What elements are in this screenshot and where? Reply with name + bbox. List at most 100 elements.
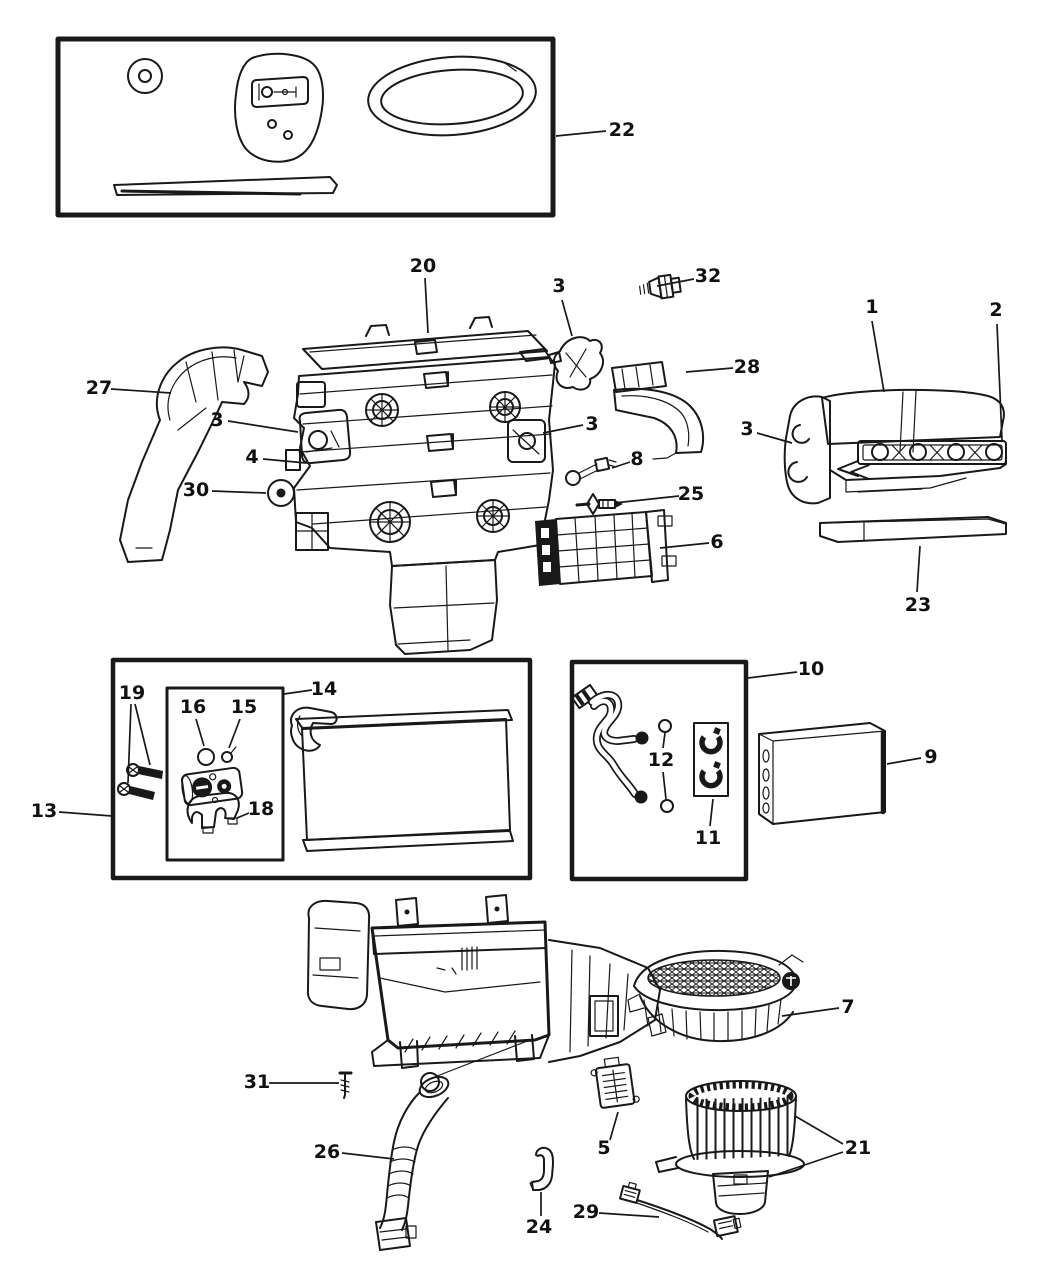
callout-leader-line: [134, 703, 151, 766]
callout-label-27: 27: [86, 377, 112, 399]
callout-label-28: 28: [734, 356, 760, 378]
callout-6: 6: [659, 531, 724, 553]
callout-leader-line: [611, 461, 631, 469]
callout-label-15: 15: [231, 696, 257, 718]
callout-label-18: 18: [248, 798, 274, 820]
callout-label-1: 1: [865, 296, 878, 318]
blower-resistor-drawing: [590, 1056, 640, 1109]
callout-label-14: 14: [311, 678, 337, 700]
callout-5: 5: [597, 1111, 619, 1159]
washer-seal-drawing: [127, 58, 163, 94]
lower-right-wedge: [548, 939, 667, 1063]
seal-kit-box-22: [55, 36, 556, 218]
blower-scroll-drawing: [627, 949, 804, 1043]
callout-leader-line: [211, 490, 267, 494]
callout-label-16: 16: [180, 696, 206, 718]
callout-7: 7: [781, 996, 855, 1018]
callout-18: 18: [236, 798, 274, 820]
air-inlet-housing-drawing: [783, 388, 1007, 505]
callout-label-25: 25: [678, 483, 704, 505]
callout-leader-line: [110, 388, 172, 394]
callout-label-3: 3: [740, 418, 753, 440]
sensor-32-drawing: [638, 273, 682, 300]
callout-1: 1: [865, 296, 885, 393]
bracket-clip-24-drawing: [529, 1146, 554, 1191]
callout-label-2: 2: [989, 299, 1002, 321]
callout-leader-line: [781, 1007, 840, 1017]
callout-22: 22: [555, 119, 635, 141]
main-housing-drawing: [285, 316, 556, 655]
housing-left-actuators: [285, 381, 352, 551]
callout-leader-line: [555, 130, 607, 137]
callout-12: 12: [648, 732, 674, 800]
callout-label-4: 4: [245, 446, 258, 468]
callout-32: 32: [656, 265, 721, 287]
callout-30: 30: [183, 479, 267, 501]
temp-probe-drawing: [565, 456, 617, 486]
callout-20: 20: [410, 255, 436, 334]
callout-label-3: 3: [210, 409, 223, 431]
callout-label-7: 7: [841, 996, 854, 1018]
callout-29: 29: [573, 1201, 660, 1223]
callout-leader-line: [709, 798, 714, 827]
callout-leader-line: [996, 323, 1003, 441]
defroster-duct-drawing: [611, 361, 705, 460]
callout-label-19: 19: [119, 682, 145, 704]
mode-actuator-drawing: [548, 336, 604, 391]
mounting-bolts-19: [117, 763, 163, 800]
callout-leader-line: [685, 367, 734, 373]
callout-leader-line: [227, 420, 299, 433]
o-ring-12b: [660, 799, 674, 813]
callout-15: 15: [228, 696, 257, 749]
evaporator-inlet-pipe: [289, 706, 338, 752]
center-tabs: [423, 371, 457, 498]
callout-11: 11: [695, 798, 721, 849]
callout-leader-line: [886, 757, 922, 765]
callout-leader-line: [662, 732, 666, 749]
housing-right-actuator: [507, 419, 546, 463]
callout-8: 8: [611, 448, 644, 470]
o-ring-15: [221, 751, 233, 763]
callout-label-13: 13: [31, 800, 57, 822]
callout-9: 9: [886, 746, 938, 768]
grommet-30-drawing: [267, 479, 295, 507]
callout-label-26: 26: [314, 1141, 340, 1163]
callout-label-5: 5: [597, 1137, 610, 1159]
lower-housing-drawing: [306, 894, 804, 1092]
callout-leader-line: [871, 320, 885, 393]
callout-leader-line: [542, 424, 584, 434]
callout-leader-line: [756, 432, 793, 444]
callout-leader-line: [262, 458, 307, 464]
callout-3: 3: [210, 409, 299, 433]
lower-main-box: [370, 920, 551, 1092]
heater-tubes-drawing: [570, 683, 649, 804]
strip-seal-drawing: [113, 176, 338, 196]
callout-3: 3: [740, 418, 793, 444]
callout-leader-line: [283, 689, 313, 695]
oval-seal-drawing: [367, 55, 537, 137]
callout-label-10: 10: [798, 658, 824, 680]
callout-14: 14: [283, 678, 337, 700]
callout-label-23: 23: [905, 594, 931, 616]
callout-leader-line: [916, 545, 921, 593]
clip-kit-box-11: [693, 722, 729, 797]
callout-leader-line: [228, 718, 241, 749]
callout-leader-line: [747, 671, 798, 679]
callout-leader-line: [598, 1212, 660, 1218]
callout-label-11: 11: [695, 827, 721, 849]
floor-duct-funnel: [389, 559, 498, 655]
callout-10: 10: [747, 658, 824, 680]
callout-leader-line: [561, 299, 573, 337]
blower-motor-drawing: [655, 1080, 805, 1215]
callout-label-22: 22: [609, 119, 635, 141]
callout-leader-line: [659, 542, 710, 549]
expansion-valve-drawing: [180, 766, 244, 807]
callout-leader-line: [341, 1152, 395, 1160]
callout-19: 19: [119, 682, 151, 784]
intake-duct-27-drawing: [119, 346, 269, 563]
drain-hose-drawing: [375, 1075, 450, 1251]
callout-13: 13: [31, 800, 113, 822]
callout-4: 4: [245, 446, 307, 468]
callout-leader-line: [236, 812, 250, 819]
